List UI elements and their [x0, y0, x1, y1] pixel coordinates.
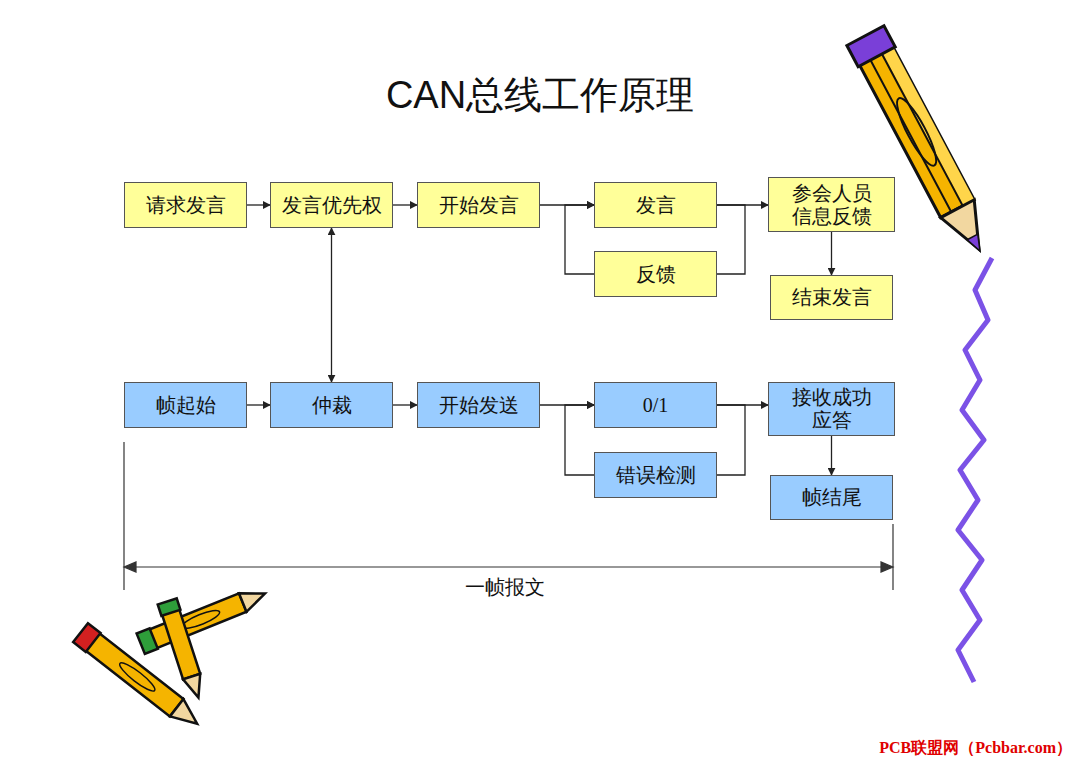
box-label: 0/1	[643, 394, 669, 417]
process-box: 结束发言	[770, 275, 893, 320]
watermark: PCB联盟网（Pcbbar.com）	[0, 738, 1072, 759]
box-label: 反馈	[636, 263, 676, 286]
connector-arrow	[831, 436, 832, 475]
process-box: 接收成功应答	[768, 382, 895, 436]
box-label: 结束发言	[792, 286, 872, 309]
box-label: 帧起始	[156, 394, 216, 417]
pencil-drawing	[158, 598, 208, 700]
box-label: 发言优先权	[282, 194, 382, 217]
connector-arrow	[717, 405, 745, 475]
process-box: 发言	[594, 182, 717, 228]
box-label: 开始发送	[439, 394, 519, 417]
process-box: 仲裁	[270, 382, 393, 428]
box-label: 接收成功应答	[787, 386, 876, 432]
box-label: 参会人员信息反馈	[787, 182, 876, 228]
frame-label: 一帧报文	[0, 574, 1010, 601]
box-label: 仲裁	[312, 394, 352, 417]
process-box: 帧结尾	[770, 475, 893, 520]
connector-arrow	[247, 404, 270, 405]
connector-arrow	[565, 405, 594, 475]
process-box: 反馈	[594, 251, 717, 297]
connector-arrow	[247, 204, 270, 205]
connector-arrow	[565, 205, 594, 274]
squiggle-line	[958, 258, 992, 682]
connector-arrow	[331, 228, 332, 382]
title: CAN总线工作原理	[0, 70, 1080, 121]
pencil-drawing	[137, 583, 269, 654]
box-label: 发言	[636, 194, 676, 217]
process-box: 发言优先权	[270, 182, 393, 228]
box-label: 帧结尾	[802, 486, 862, 509]
process-box: 0/1	[594, 382, 717, 428]
box-label: 开始发言	[439, 194, 519, 217]
frame-bracket	[124, 442, 893, 590]
process-box: 参会人员信息反馈	[768, 177, 895, 232]
connector-arrow	[831, 232, 832, 275]
process-box: 错误检测	[594, 452, 717, 498]
connector-arrow	[717, 205, 745, 274]
box-label: 请求发言	[146, 194, 226, 217]
process-box: 开始发言	[417, 182, 540, 228]
process-box: 开始发送	[417, 382, 540, 428]
process-box: 帧起始	[124, 382, 247, 428]
process-box: 请求发言	[124, 182, 247, 228]
connector-arrow	[393, 204, 417, 205]
box-label: 错误检测	[616, 464, 696, 487]
connector-arrow	[393, 404, 417, 405]
